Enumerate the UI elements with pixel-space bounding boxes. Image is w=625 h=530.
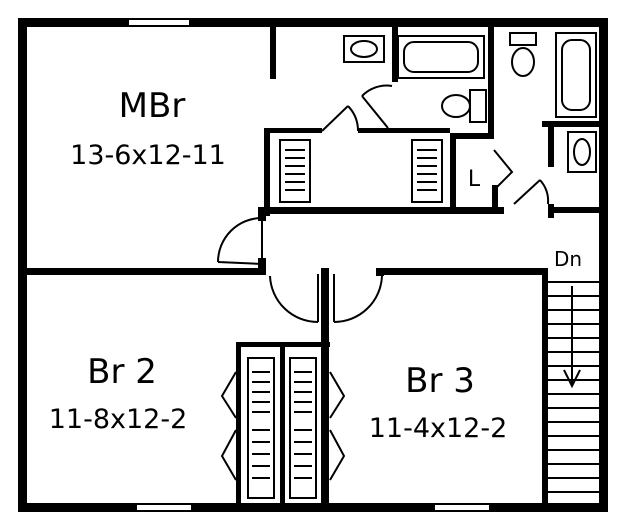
linen-closet-label: L [468,167,481,192]
exterior-walls [18,18,608,512]
bedroom2-size: 11-8x12-2 [49,404,188,435]
interior-walls [27,27,602,512]
bedroom2-name: Br 2 [87,352,157,392]
stairs [548,281,600,493]
hall-bath-fixtures [509,32,597,173]
master-closet [279,139,443,203]
master-bedroom-name: MBr [119,86,186,126]
bedroom-closets [220,342,346,504]
bedroom3-name: Br 3 [405,361,475,401]
stair-arrow-icon [563,369,581,389]
master-bedroom-size: 13-6x12-11 [70,140,226,171]
bedroom3-size: 11-4x12-2 [369,413,508,444]
stairs-down-label: Dn [554,247,582,271]
doors [217,84,550,324]
master-bath-fixtures [343,35,487,123]
windows [127,18,491,512]
